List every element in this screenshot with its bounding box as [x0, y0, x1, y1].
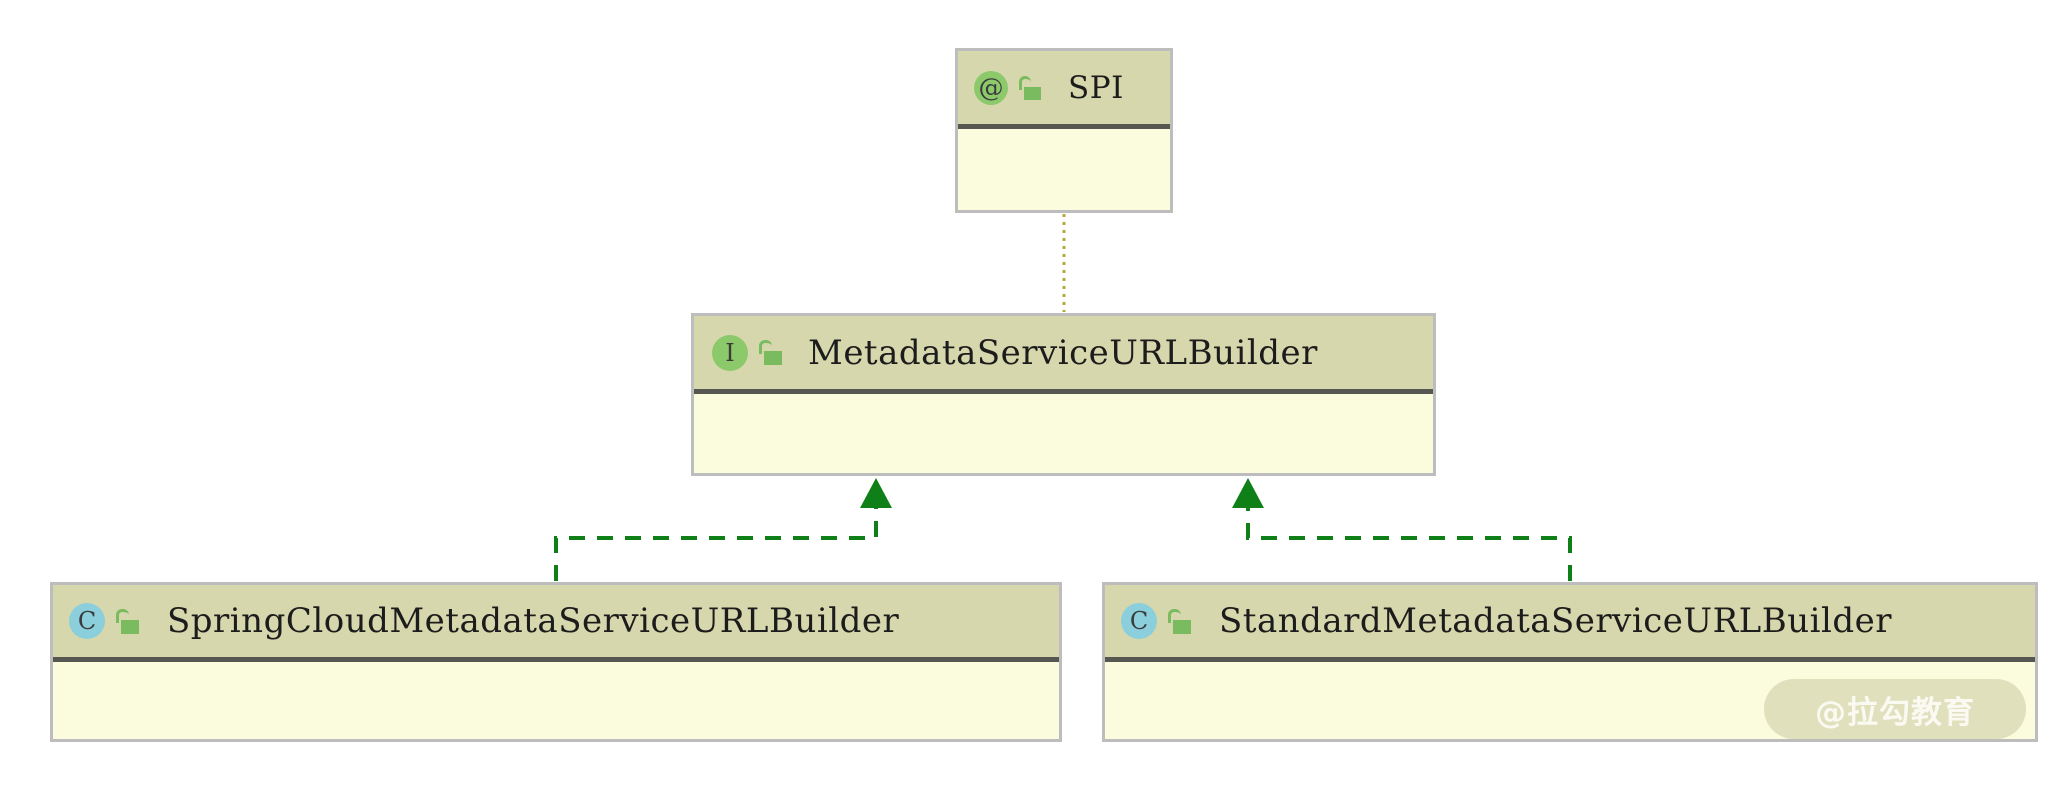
- uml-node-members: [53, 662, 1059, 739]
- at-sign-icon: @: [974, 70, 1008, 105]
- uml-node-header: C SpringCloudMetadataServiceURLBuilder: [53, 585, 1059, 662]
- uml-node-springcloudmetadataserviceurlbuilder[interactable]: C SpringCloudMetadataServiceURLBuilder: [50, 582, 1062, 742]
- class-icon: C: [1121, 603, 1157, 639]
- open-padlock-icon: [1019, 75, 1041, 100]
- uml-node-header: @ SPI: [958, 51, 1170, 129]
- uml-node-header: C StandardMetadataServiceURLBuilder: [1105, 585, 2035, 662]
- open-padlock-icon: [759, 340, 782, 365]
- uml-node-header: I MetadataServiceURLBuilder: [694, 316, 1433, 394]
- edge-standard-to-interface: [1246, 500, 1572, 581]
- edge-springcloud-to-interface: [554, 500, 878, 581]
- open-padlock-icon: [116, 608, 139, 634]
- class-icon: C: [69, 603, 105, 639]
- uml-node-title: SpringCloudMetadataServiceURLBuilder: [167, 601, 900, 641]
- interface-icon: I: [712, 334, 748, 371]
- uml-node-spi[interactable]: @ SPI: [955, 48, 1173, 213]
- uml-node-metadataserviceurlbuilder[interactable]: I MetadataServiceURLBuilder: [691, 313, 1436, 476]
- uml-node-title: StandardMetadataServiceURLBuilder: [1219, 601, 1893, 641]
- arrowhead-standard: [1232, 478, 1264, 508]
- open-padlock-icon: [1168, 608, 1191, 634]
- uml-node-members: [958, 129, 1170, 210]
- uml-node-members: [1105, 662, 2035, 739]
- uml-node-title: MetadataServiceURLBuilder: [808, 332, 1318, 373]
- watermark-text: @拉勾教育: [1815, 694, 1975, 731]
- uml-node-title: SPI: [1068, 69, 1124, 106]
- uml-node-members: [694, 394, 1433, 473]
- watermark: @拉勾教育: [1764, 679, 2026, 739]
- arrowhead-springcloud: [860, 478, 892, 508]
- uml-node-standardmetadataserviceurlbuilder[interactable]: C StandardMetadataServiceURLBuilder: [1102, 582, 2038, 742]
